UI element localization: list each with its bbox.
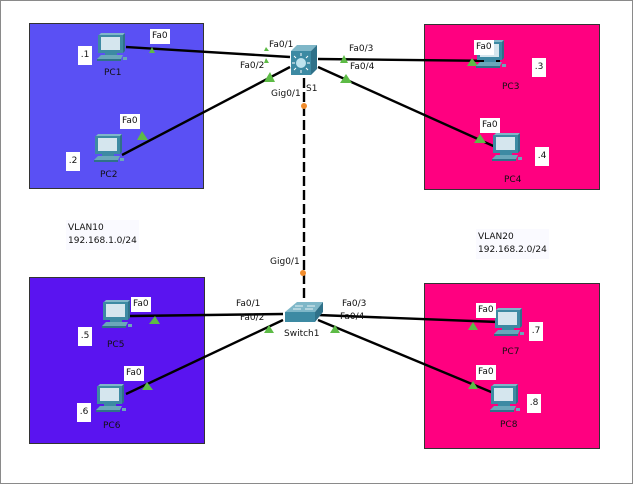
vlan10-name: VLAN10	[68, 223, 104, 233]
vlan20-name: VLAN20	[478, 232, 514, 242]
pc1-icon[interactable]	[97, 33, 127, 61]
pc6-icon[interactable]	[96, 384, 126, 412]
switch-label-s1: S1	[306, 84, 318, 94]
port-indicator	[340, 74, 352, 83]
pc7-port: Fa0	[476, 303, 496, 318]
pc8-icon[interactable]	[490, 384, 520, 412]
pc2-ip: .2	[66, 152, 80, 171]
switch1-port-fa0-1: Fa0/1	[236, 299, 261, 309]
port-indicator	[264, 72, 275, 82]
switch1-port-gig0-1: Gig0/1	[270, 257, 300, 267]
switch1-port-fa0-3: Fa0/3	[342, 299, 367, 309]
port-indicator	[340, 55, 348, 63]
pc2-port: Fa0	[120, 114, 140, 129]
pc1-port: Fa0	[150, 29, 170, 44]
pc5-label: PC5	[107, 340, 125, 350]
multilayer-switch-icon[interactable]	[291, 45, 317, 75]
port-indicator	[149, 47, 155, 53]
pc4-label: PC4	[504, 175, 522, 185]
link-pc5-switch1[interactable]	[129, 312, 284, 318]
link-pc3-s1[interactable]	[317, 57, 501, 63]
switch-label-switch1: Switch1	[284, 329, 320, 339]
pc8-ip: .8	[527, 394, 541, 413]
port-indicator	[264, 58, 269, 63]
pc6-port: Fa0	[124, 366, 144, 381]
port-indicator	[137, 131, 148, 140]
pc6-ip: .6	[77, 403, 91, 422]
link-pc2-s1[interactable]	[121, 65, 291, 157]
pc4-ip: .4	[535, 147, 549, 166]
switch1-port-fa0-4: Fa0/4	[340, 312, 365, 322]
pc4-port: Fa0	[480, 118, 500, 133]
pc5-port: Fa0	[131, 297, 151, 312]
pc8-port: Fa0	[476, 365, 496, 380]
pc7-ip: .7	[529, 322, 543, 341]
port-indicator	[330, 325, 340, 333]
switch-icon[interactable]	[285, 302, 323, 322]
s1-port-fa0-4: Fa0/4	[350, 62, 375, 72]
pc6-label: PC6	[103, 421, 121, 431]
pc7-label: PC7	[502, 347, 520, 357]
pc5-icon[interactable]	[102, 300, 132, 328]
pc2-label: PC2	[100, 170, 118, 180]
port-indicator	[474, 134, 486, 143]
pc3-ip: .3	[532, 58, 546, 77]
vlan20-subnet: 192.168.2.0/24	[478, 245, 547, 255]
pc7-icon[interactable]	[494, 308, 524, 336]
pc1-label: PC1	[104, 68, 122, 78]
port-indicator	[264, 325, 274, 333]
port-indicator	[467, 58, 478, 66]
vlan10-note: VLAN10 192.168.1.0/24	[66, 220, 139, 250]
vlan10-subnet: 192.168.1.0/24	[68, 236, 137, 246]
vlan20-zone-top	[424, 24, 600, 190]
link-pc7-switch1[interactable]	[317, 313, 499, 324]
s1-port-gig0-1: Gig0/1	[271, 89, 301, 99]
pc4-icon[interactable]	[492, 133, 522, 161]
link-pc8-switch1[interactable]	[317, 318, 497, 396]
port-indicator	[264, 47, 269, 51]
pc3-port: Fa0	[474, 40, 494, 55]
vlan20-note: VLAN20 192.168.2.0/24	[476, 229, 549, 259]
s1-port-fa0-3: Fa0/3	[349, 44, 374, 54]
port-indicator	[468, 381, 478, 389]
trunk-port-indicator-s1	[301, 103, 307, 109]
s1-port-fa0-1: Fa0/1	[269, 40, 294, 50]
link-pc1-s1[interactable]	[125, 45, 291, 59]
trunk-port-indicator-switch1	[300, 270, 306, 276]
port-indicator	[149, 316, 160, 324]
port-indicator	[468, 322, 478, 330]
pc2-icon[interactable]	[94, 134, 124, 162]
s1-port-fa0-2: Fa0/2	[240, 61, 265, 71]
pc3-label: PC3	[502, 82, 520, 92]
pc8-label: PC8	[500, 420, 518, 430]
pc5-ip: .5	[78, 327, 92, 346]
switch1-port-fa0-2: Fa0/2	[240, 313, 265, 323]
pc1-ip: .1	[78, 46, 92, 65]
link-pc6-switch1[interactable]	[125, 318, 284, 396]
port-indicator	[142, 382, 153, 390]
